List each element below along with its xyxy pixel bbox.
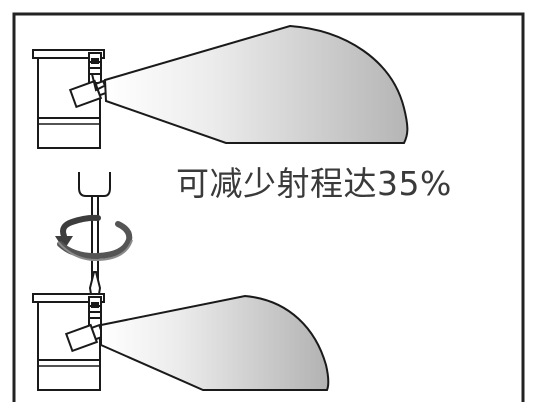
spray-pattern-full — [103, 24, 409, 144]
spray-pattern-reduced — [100, 294, 330, 391]
frame-border — [12, 12, 525, 402]
sprinkler-top — [32, 49, 109, 149]
range-reduction-caption: 可减少射程达35% — [176, 164, 452, 203]
screwdriver-icon — [78, 172, 111, 301]
rotate-arrow-icon — [55, 214, 133, 262]
sprinkler-bottom — [32, 293, 105, 391]
